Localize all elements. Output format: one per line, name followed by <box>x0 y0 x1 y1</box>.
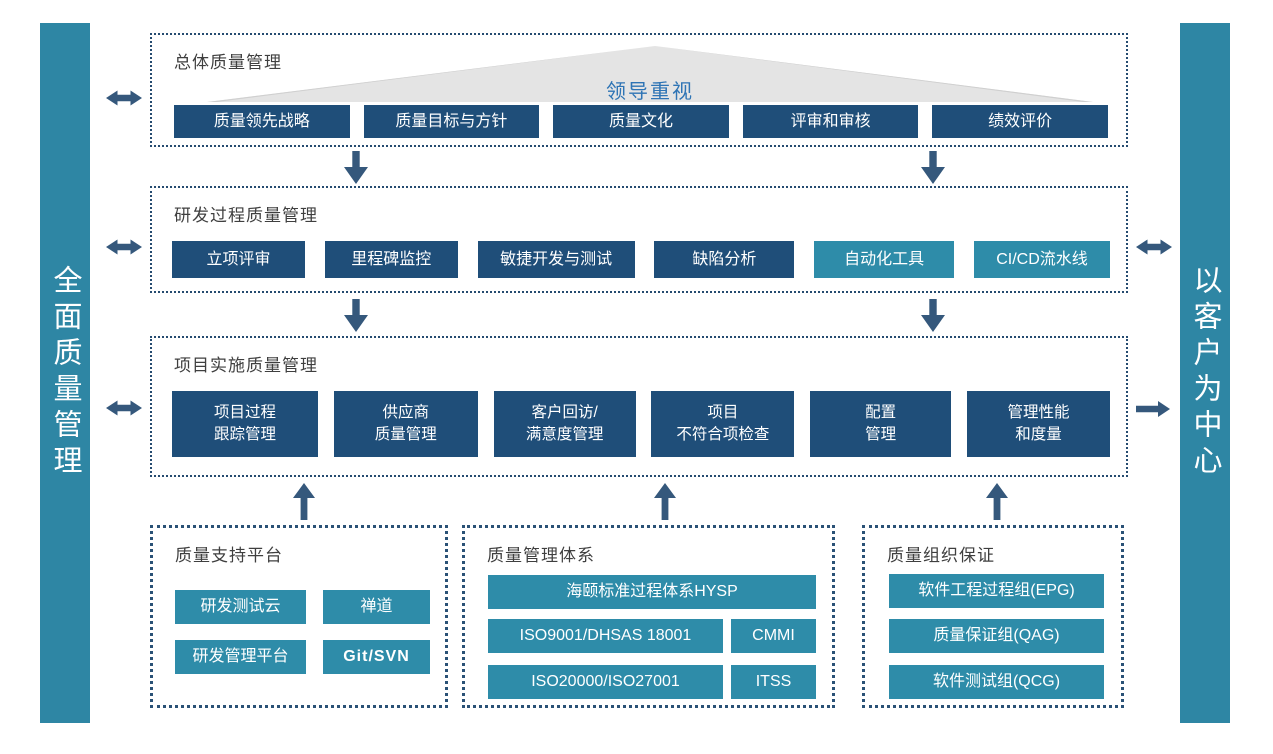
down-arrow-icon <box>921 151 945 184</box>
up-arrow-icon <box>986 483 1008 520</box>
down-arrow-icon <box>344 151 368 184</box>
right-banner: 以客户为中心 <box>1180 23 1230 723</box>
rd-block-row: 立项评审 里程碑监控 敏捷开发与测试 缺陷分析 自动化工具 CI/CD流水线 <box>172 241 1110 278</box>
support-block: Git/SVN <box>323 640 430 674</box>
impl-block-line: 管理性能 <box>1007 403 1070 421</box>
impl-block: 项目过程 跟踪管理 <box>172 391 318 457</box>
impl-block-line: 配置 <box>865 403 897 421</box>
panel-quality-support: 质量支持平台 研发测试云 禅道 研发管理平台 Git/SVN <box>150 525 448 708</box>
system-block: ITSS <box>731 665 816 699</box>
impl-block-line: 满意度管理 <box>525 426 604 443</box>
panel-rd-process: 研发过程质量管理 立项评审 里程碑监控 敏捷开发与测试 缺陷分析 自动化工具 C… <box>150 186 1128 293</box>
overall-block: 评审和审核 <box>742 105 919 138</box>
panel-quality-system: 质量管理体系 海颐标准过程体系HYSP ISO9001/DHSAS 18001 … <box>462 525 835 708</box>
system-block: ISO20000/ISO27001 <box>488 665 723 699</box>
leadership-banner-label: 领导重视 <box>606 81 694 103</box>
left-banner-label: 全面质量管理 <box>49 265 81 481</box>
triangle-icon <box>207 46 1093 102</box>
panel-title: 质量组织保证 <box>887 546 995 565</box>
system-block: ISO9001/DHSAS 18001 <box>488 619 723 653</box>
system-block: CMMI <box>731 619 816 653</box>
support-block: 研发管理平台 <box>175 640 306 674</box>
impl-block-line: 管理 <box>865 426 897 443</box>
impl-block-line: 项目过程 <box>213 403 276 421</box>
impl-block: 管理性能 和度量 <box>966 391 1110 457</box>
support-block: 禅道 <box>323 590 430 624</box>
rd-block: 立项评审 <box>172 241 305 278</box>
leadership-triangle: 领导重视 <box>207 46 1093 103</box>
overall-block: 质量目标与方针 <box>363 105 540 138</box>
impl-block-row: 项目过程 跟踪管理 供应商 质量管理 客户回访/ 满意度管理 项目 不符合项检查… <box>172 391 1110 457</box>
overall-block-row: 质量领先战略 质量目标与方针 质量文化 评审和审核 绩效评价 <box>174 105 1108 138</box>
support-block: 研发测试云 <box>175 590 306 624</box>
up-arrow-icon <box>293 483 315 520</box>
double-arrow-icon <box>106 399 142 417</box>
impl-block: 供应商 质量管理 <box>333 391 478 457</box>
rd-block: 自动化工具 <box>814 241 955 278</box>
system-block: 海颐标准过程体系HYSP <box>488 575 816 609</box>
panel-title: 研发过程质量管理 <box>174 206 318 225</box>
impl-block: 项目 不符合项检查 <box>651 391 795 457</box>
impl-block-line: 质量管理 <box>374 426 437 443</box>
overall-block: 绩效评价 <box>932 105 1108 138</box>
double-arrow-icon <box>106 89 142 107</box>
panel-title: 质量管理体系 <box>487 546 595 565</box>
panel-overall-quality: 总体质量管理 领导重视 质量领先战略 质量目标与方针 质量文化 评审和审核 绩效… <box>150 33 1128 147</box>
impl-block-line: 跟踪管理 <box>213 426 276 443</box>
left-banner: 全面质量管理 <box>40 23 90 723</box>
overall-block: 质量文化 <box>553 105 729 138</box>
org-block: 软件测试组(QCG) <box>889 665 1104 699</box>
double-arrow-icon <box>106 238 142 256</box>
rd-block: 缺陷分析 <box>654 241 795 278</box>
panel-title: 总体质量管理 <box>174 53 282 72</box>
overall-block: 质量领先战略 <box>174 105 350 138</box>
down-arrow-icon <box>921 299 945 332</box>
impl-block: 配置 管理 <box>810 391 952 457</box>
org-block: 质量保证组(QAG) <box>889 619 1104 653</box>
rd-block: CI/CD流水线 <box>973 241 1110 278</box>
org-block: 软件工程过程组(EPG) <box>889 574 1104 608</box>
right-arrow-icon <box>1136 400 1170 418</box>
impl-block-line: 项目 <box>707 403 739 421</box>
panel-title: 项目实施质量管理 <box>174 356 318 375</box>
impl-block-line: 客户回访/ <box>531 403 598 421</box>
impl-block-line: 供应商 <box>382 403 430 421</box>
panel-title: 质量支持平台 <box>175 546 283 565</box>
impl-block-line: 和度量 <box>1015 426 1062 443</box>
up-arrow-icon <box>654 483 676 520</box>
impl-block: 客户回访/ 满意度管理 <box>493 391 636 457</box>
down-arrow-icon <box>344 299 368 332</box>
panel-project-impl: 项目实施质量管理 项目过程 跟踪管理 供应商 质量管理 客户回访/ 满意度管理 … <box>150 336 1128 477</box>
rd-block: 敏捷开发与测试 <box>477 241 635 278</box>
right-banner-label: 以客户为中心 <box>1189 265 1221 481</box>
double-arrow-icon <box>1136 238 1172 256</box>
rd-block: 里程碑监控 <box>324 241 458 278</box>
impl-block-line: 不符合项检查 <box>676 426 770 443</box>
panel-quality-org: 质量组织保证 软件工程过程组(EPG) 质量保证组(QAG) 软件测试组(QCG… <box>862 525 1124 708</box>
